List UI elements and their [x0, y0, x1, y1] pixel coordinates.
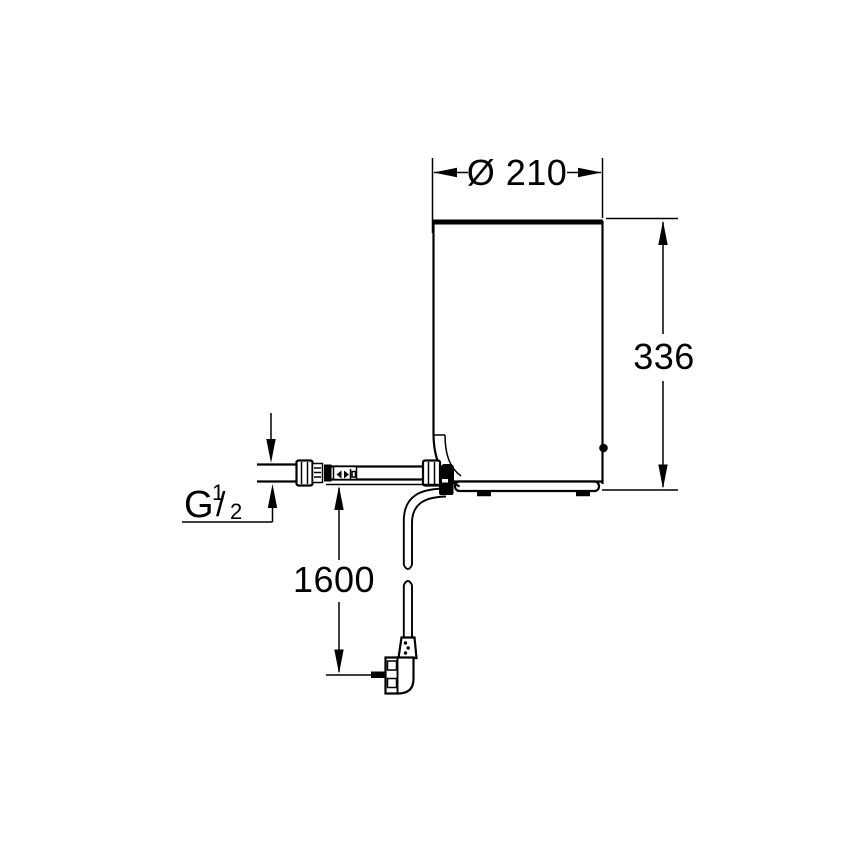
- thread-label-denominator: 2: [230, 499, 242, 524]
- elbow-detail: [442, 479, 448, 483]
- elbow-connector: [440, 464, 454, 486]
- hose-print-marking: [332, 465, 358, 481]
- plug-pin: [371, 671, 386, 678]
- plug-detail-square-bottom: [386, 677, 398, 689]
- cable-break-cap-bottom: [402, 580, 413, 586]
- arrowhead-up-to-pipe: [267, 484, 278, 508]
- cable-break-cap-top: [402, 564, 413, 570]
- arrowhead-up: [334, 486, 344, 510]
- hex-nut-left: [295, 459, 314, 487]
- thread-label-slash: /: [216, 486, 226, 524]
- arrowhead-right: [578, 167, 602, 178]
- dimension-height: 336: [602, 217, 695, 491]
- cable-inner-line: [411, 495, 447, 565]
- hex-nut-right: [421, 459, 442, 487]
- strain-relief-dot: [406, 646, 410, 650]
- arrowhead-up: [658, 221, 668, 245]
- arrowhead-down: [658, 464, 668, 489]
- power-cable: [371, 487, 447, 695]
- inlet-hose: [257, 459, 454, 495]
- unit-side-knob: [599, 443, 608, 453]
- unit-body: [432, 219, 608, 497]
- arrowhead-left: [433, 167, 457, 178]
- arrowhead-down: [334, 649, 344, 674]
- cable-gland: [439, 483, 454, 495]
- thread-label-numerator: 1: [212, 480, 224, 505]
- thread-label-g: G: [184, 484, 214, 526]
- dimension-diameter: Ø 210: [431, 152, 604, 233]
- cable-length-value: 1600: [293, 559, 375, 600]
- hose-housing-inner-curve: [444, 434, 462, 477]
- strain-relief-dot: [403, 651, 408, 655]
- arrowhead-down-to-pipe: [266, 439, 276, 463]
- plug-detail-square-top: [386, 660, 398, 671]
- hose-crimp: [324, 464, 332, 482]
- unit-base-plate: [453, 480, 601, 493]
- cable-outer-line: [402, 487, 445, 565]
- diameter-value: Ø 210: [467, 152, 568, 193]
- strain-relief-dot: [403, 641, 408, 645]
- dimension-cable-length: 1600: [293, 483, 438, 676]
- height-value: 336: [633, 336, 695, 377]
- thread-size-annotation: G 1 / 2: [182, 413, 278, 526]
